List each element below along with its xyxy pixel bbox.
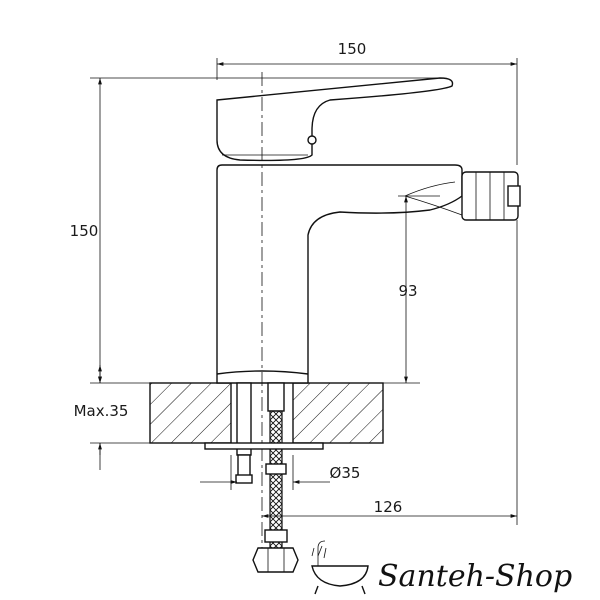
mounting-hardware [204, 382, 324, 573]
dim-max-thickness: Max.35 [74, 402, 129, 420]
brand-name: Santeh-Shop [378, 559, 572, 594]
dim-spout-height: 93 [398, 282, 417, 300]
dim-height-left: 150 [70, 222, 99, 240]
dim-width-top: 150 [338, 40, 367, 58]
faucet-body [216, 77, 521, 384]
brand-logo: Santeh-Shop [311, 540, 572, 595]
dim-depth-bottom: 126 [374, 498, 403, 516]
dim-hole-diameter: Ø35 [330, 464, 361, 482]
countertop-section [149, 382, 384, 444]
dimension-lines [90, 58, 518, 525]
bathtub-icon [311, 540, 369, 595]
